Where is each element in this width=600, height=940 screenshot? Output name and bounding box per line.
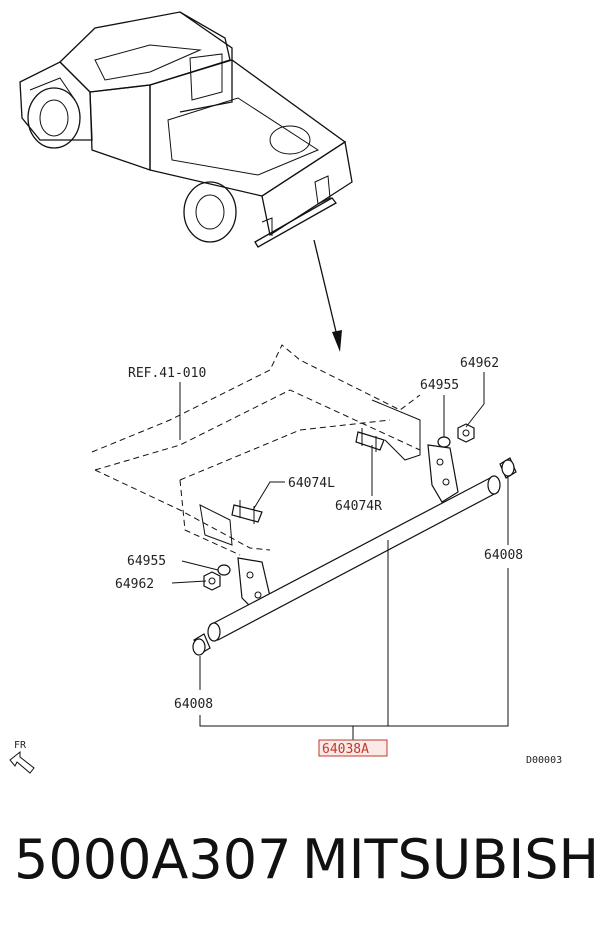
label-64074L: 64074L	[288, 476, 335, 491]
label-64962-left: 64962	[115, 577, 154, 592]
brand-name: MITSUBISHI	[302, 828, 600, 891]
part-number: 5000A307	[14, 828, 292, 891]
label-64008-right: 64008	[484, 548, 523, 563]
nut-64962-left	[203, 571, 221, 591]
nut-64962-top	[457, 423, 475, 443]
endcap-64008-left	[192, 633, 211, 656]
front-direction-indicator: FR	[9, 740, 35, 774]
assembly-label[interactable]: 64038A	[318, 739, 388, 757]
clip-64074R	[355, 428, 385, 452]
endcap-64008-right	[499, 457, 517, 479]
label-64955-left: 64955	[127, 554, 166, 569]
label-64008-left: 64008	[174, 697, 213, 712]
clip-64074L	[231, 500, 263, 524]
assembly-part-number[interactable]: 64038A	[322, 742, 369, 757]
washer-64955-top	[437, 436, 451, 448]
label-64074R: 64074R	[335, 499, 382, 514]
footer: 5000A307 MITSUBISHI	[0, 818, 600, 918]
bracket-right	[427, 444, 459, 503]
label-64955-top: 64955	[420, 378, 459, 393]
tube-bar	[207, 475, 501, 642]
front-arrow-icon	[9, 750, 35, 774]
zoom-arrow	[313, 239, 342, 352]
washer-64955-left	[217, 564, 231, 576]
front-label: FR	[14, 740, 27, 751]
truck-illustration	[19, 11, 353, 248]
leader-lines	[171, 372, 509, 740]
label-64962-top: 64962	[460, 356, 499, 371]
drawing-code: D00003	[526, 755, 562, 766]
frame-reference	[91, 344, 421, 556]
ref-label: REF.41-010	[128, 366, 206, 381]
